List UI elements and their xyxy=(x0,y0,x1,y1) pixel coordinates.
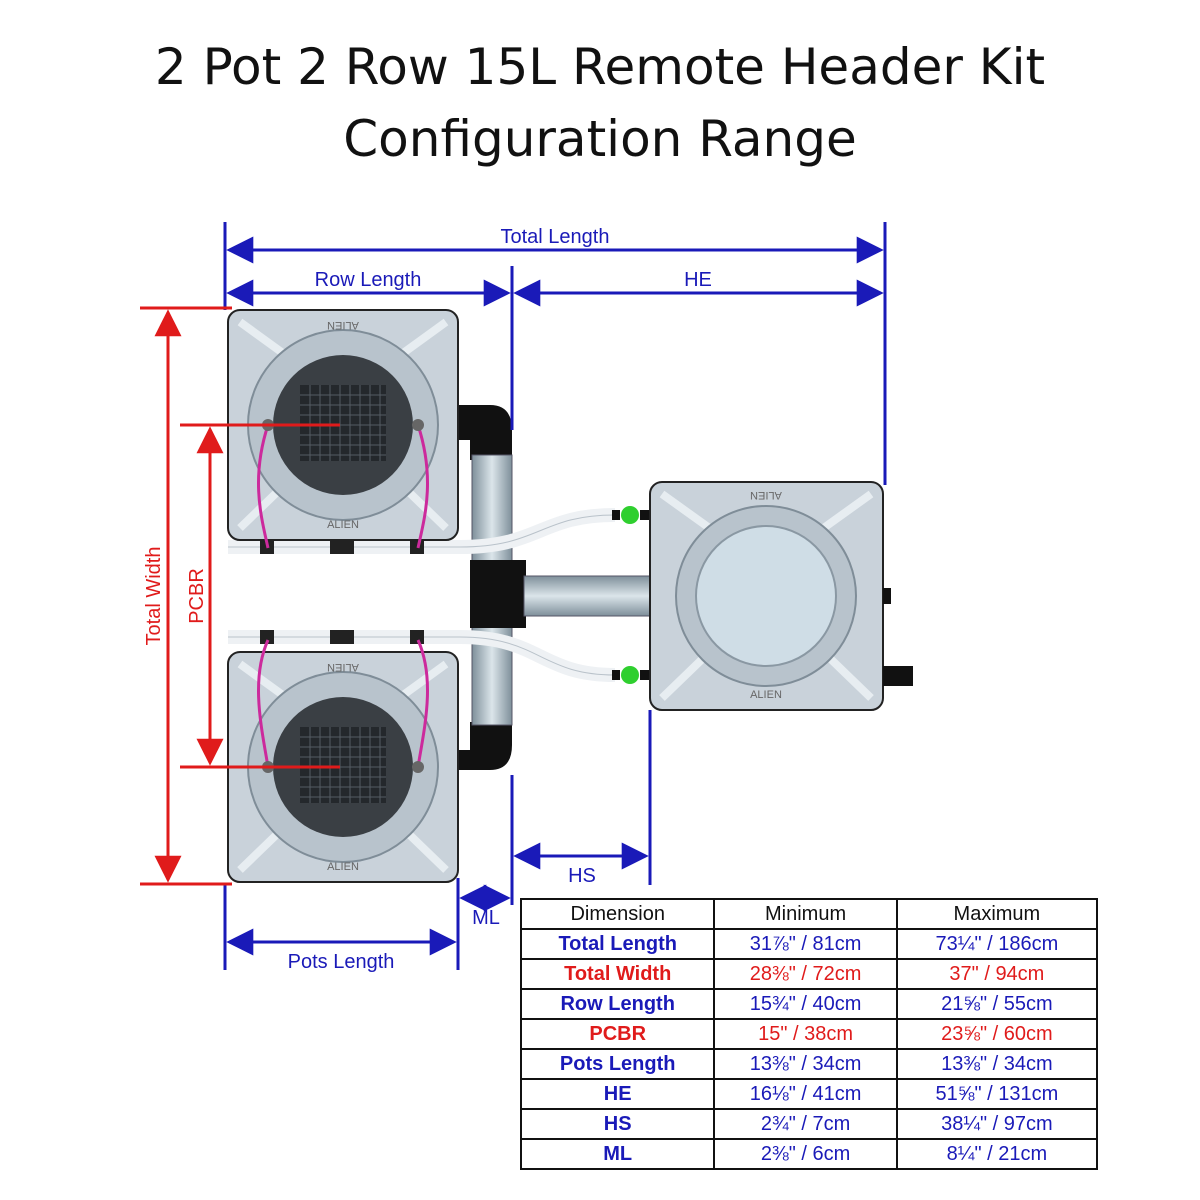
cell-min: 15¾" / 40cm xyxy=(713,988,898,1020)
cell-max: 51⅝" / 131cm xyxy=(895,1078,1099,1110)
cell-name: Total Width xyxy=(519,958,716,990)
table-header-row: Dimension Minimum Maximum xyxy=(519,898,1099,930)
grow-pot-top xyxy=(227,309,459,549)
cell-name: PCBR xyxy=(519,1018,716,1050)
label-row-length: Row Length xyxy=(315,269,422,291)
cell-max: 38¼" / 97cm xyxy=(895,1108,1099,1140)
label-pots-length: Pots Length xyxy=(288,951,395,973)
header-pipework xyxy=(228,405,655,770)
header-dimension: Dimension xyxy=(519,898,716,930)
brand-text-1: ALIEN xyxy=(327,319,359,331)
cell-name: Pots Length xyxy=(519,1048,716,1080)
cell-name: HE xyxy=(519,1078,716,1110)
header-pipe-horizontal xyxy=(523,575,655,617)
cell-name: Row Length xyxy=(519,988,716,1020)
cell-name: ML xyxy=(519,1138,716,1170)
page-subtitle: Configuration Range xyxy=(343,110,857,168)
grow-pot-bottom xyxy=(227,639,459,883)
cell-max: 13⅜" / 34cm xyxy=(895,1048,1099,1080)
cell-min: 16⅛" / 41cm xyxy=(713,1078,898,1110)
cell-max: 23⅝" / 60cm xyxy=(895,1018,1099,1050)
brand-text-4: ALIEN xyxy=(327,861,359,873)
dimension-lines-blue xyxy=(223,222,887,970)
page-title: 2 Pot 2 Row 15L Remote Header Kit xyxy=(154,38,1046,96)
elbow-bottom xyxy=(455,722,512,770)
brand-text-5: ALIEN xyxy=(750,489,782,501)
label-ml: ML xyxy=(472,907,500,929)
brain-pot xyxy=(649,481,913,711)
valve-top-icon xyxy=(621,506,639,524)
label-total-width: Total Width xyxy=(143,547,165,646)
brain-pot-lid xyxy=(695,525,837,667)
valve-bottom-icon xyxy=(621,666,639,684)
cell-name: HS xyxy=(519,1108,716,1140)
cell-min: 15" / 38cm xyxy=(713,1018,898,1050)
brand-text-3: ALIEN xyxy=(327,661,359,673)
cell-min: 2⅜" / 6cm xyxy=(713,1138,898,1170)
header-minimum: Minimum xyxy=(713,898,898,930)
label-he: HE xyxy=(684,269,712,291)
brand-text-6: ALIEN xyxy=(750,689,782,701)
header-tee xyxy=(470,560,526,628)
cell-min: 2¾" / 7cm xyxy=(713,1108,898,1140)
outlet-fitting xyxy=(883,666,913,686)
cell-max: 73¼" / 186cm xyxy=(895,928,1099,960)
cell-max: 21⅝" / 55cm xyxy=(895,988,1099,1020)
label-total-length: Total Length xyxy=(501,226,610,248)
brand-text-2: ALIEN xyxy=(327,519,359,531)
label-hs: HS xyxy=(568,865,596,887)
label-pcbr: PCBR xyxy=(186,568,208,624)
clip-hose-icon xyxy=(257,424,270,549)
cell-min: 31⅞" / 81cm xyxy=(713,928,898,960)
dimension-lines-red xyxy=(140,306,340,886)
header-maximum: Maximum xyxy=(895,898,1099,930)
cell-min: 13⅜" / 34cm xyxy=(713,1048,898,1080)
elbow-top xyxy=(455,405,512,460)
cell-max: 8¼" / 21cm xyxy=(895,1138,1099,1170)
cell-name: Total Length xyxy=(519,928,716,960)
cell-min: 28⅜" / 72cm xyxy=(713,958,898,990)
cell-max: 37" / 94cm xyxy=(895,958,1099,990)
